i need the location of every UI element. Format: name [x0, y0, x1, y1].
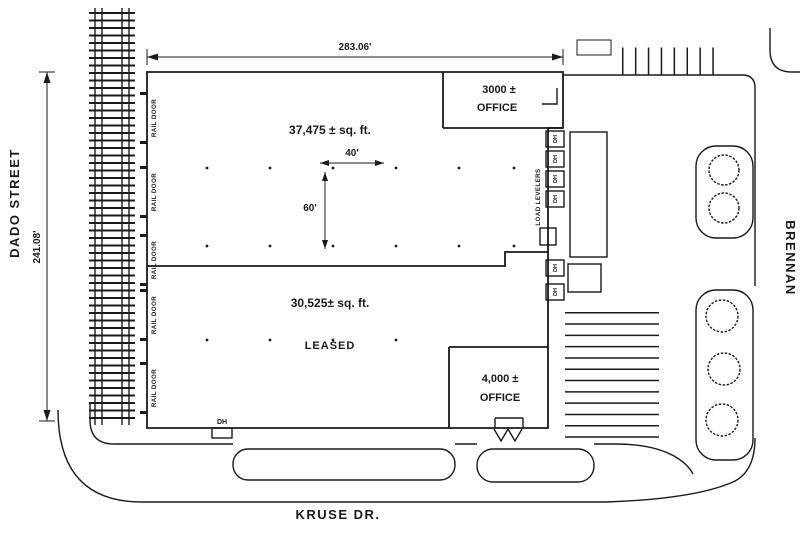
north-office-label: OFFICE [477, 102, 517, 114]
dimension-left: 241.08' [32, 71, 55, 422]
street-name-left: DADO STREET [7, 148, 22, 258]
dh-label: DH [553, 135, 559, 143]
concrete-pad [576, 39, 612, 56]
office-stair-symbol [542, 88, 558, 105]
column-grid-dots [205, 166, 516, 342]
rail-door-label: RAIL DOOR [151, 296, 158, 334]
bay-depth-label: 60' [303, 203, 317, 214]
street-names: DADO STREET KRUSE DR. BRENNAN [7, 148, 798, 522]
dimension-width-label: 283.06' [339, 42, 372, 53]
landscape-islands [695, 145, 754, 461]
curb-return-top-right [769, 28, 800, 73]
building [146, 71, 608, 483]
island-lower [695, 289, 754, 461]
dh-label: DH [553, 288, 559, 296]
north-unit-area: 37,475 ± sq. ft. [289, 123, 371, 137]
tree-icon [708, 192, 740, 224]
street-curbs [57, 28, 800, 503]
load-levelers-label: LOAD LEVELERS [535, 168, 542, 225]
dock-high-doors: DH DH DH DH DH DH [545, 130, 565, 301]
curb-top-drive [563, 74, 756, 286]
dock-ramp-upper [569, 131, 608, 258]
dimension-top: 283.06' [146, 42, 564, 65]
office-south-walls [448, 346, 548, 428]
tree-icon [705, 403, 739, 437]
tree-icon [707, 352, 741, 386]
truck-apron-left [232, 448, 456, 481]
dh-label: DH [553, 195, 559, 203]
ramp-door-south [493, 417, 524, 443]
tree-icon [705, 299, 739, 333]
unit-labels: 37,475 ± sq. ft. 3000 ± OFFICE 30,525± s… [217, 84, 520, 426]
demising-wall [147, 251, 548, 267]
dh-label: DH [553, 155, 559, 163]
street-name-bottom: KRUSE DR. [295, 507, 380, 522]
north-office-area: 3000 ± [482, 84, 516, 96]
dh-label: DH [553, 264, 559, 272]
curb-outer [57, 409, 756, 503]
tree-icon [708, 154, 740, 186]
dimension-bay: 40' 60' [303, 148, 384, 249]
curb-inner-bottom-left [89, 404, 233, 445]
island-upper [695, 145, 754, 239]
dock-ramp-lower [567, 263, 602, 293]
curb-inner-bottom-right [594, 443, 694, 475]
street-name-right: BRENNAN [783, 220, 798, 296]
dimension-depth-label: 241.08' [32, 231, 43, 264]
south-unit-status: LEASED [305, 340, 356, 352]
rail-door-ticks [140, 92, 147, 414]
south-office-label: OFFICE [480, 392, 520, 404]
dock-door-south [211, 427, 233, 439]
rail-door-label: RAIL DOOR [151, 369, 158, 407]
rail-door-labels: RAIL DOOR RAIL DOOR RAIL DOOR RAIL DOOR … [151, 99, 158, 407]
parking [565, 47, 716, 438]
south-unit-area: 30,525± sq. ft. [291, 296, 370, 310]
office-north-walls [442, 72, 563, 129]
rail-door-label: RAIL DOOR [151, 241, 158, 279]
truck-apron-right [476, 448, 595, 483]
south-office-area: 4,000 ± [482, 373, 519, 385]
bay-width-label: 40' [345, 148, 359, 159]
rail-door-label: RAIL DOOR [151, 173, 158, 211]
railroad-tracks [89, 8, 135, 425]
rail-door-label: RAIL DOOR [151, 99, 158, 137]
dh-label: DH [553, 175, 559, 183]
wall-notch [539, 227, 557, 246]
dh-label-south: DH [217, 419, 227, 426]
